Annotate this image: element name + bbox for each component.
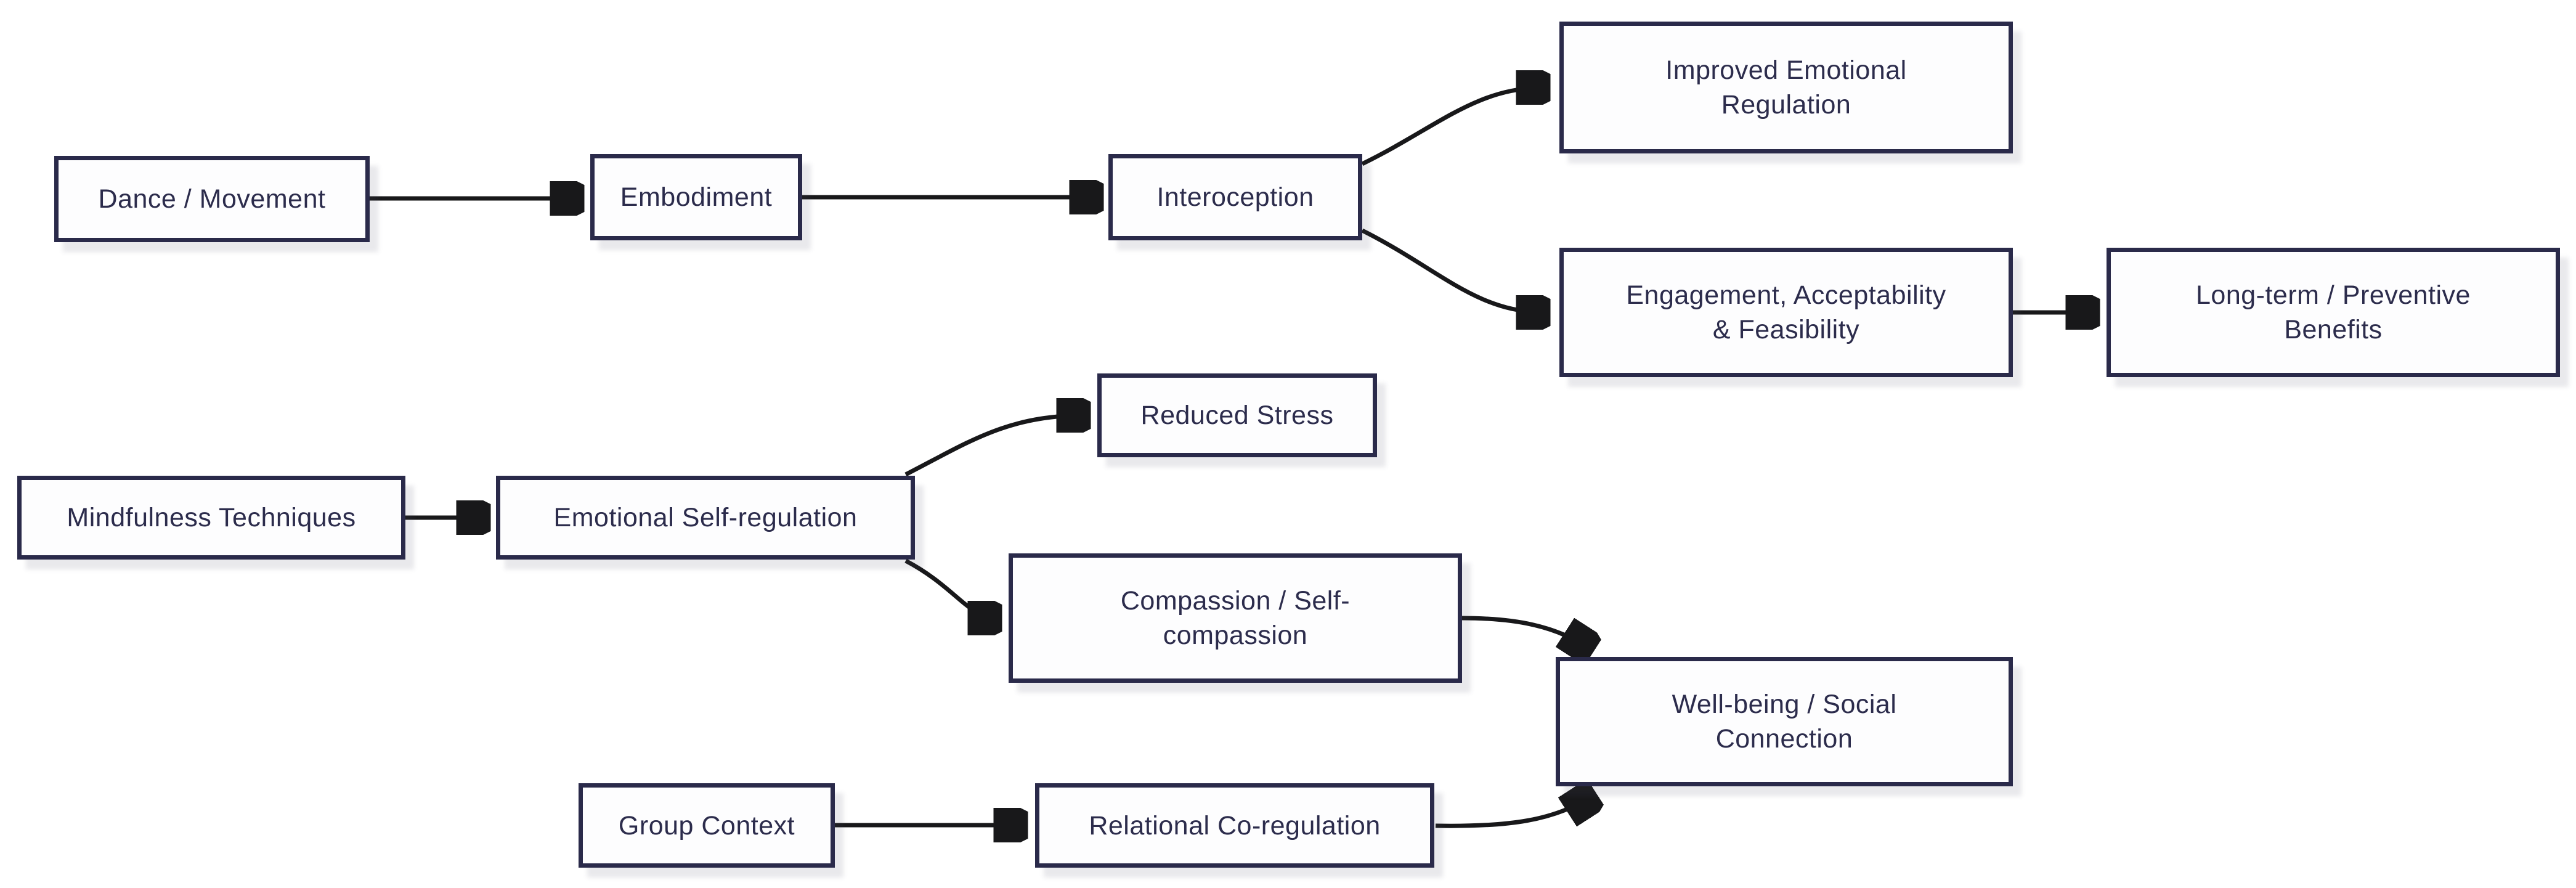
node-label: Relational Co-regulation (1089, 810, 1381, 841)
node-label: Embodiment (620, 182, 773, 212)
edge-interoception-engagement (1361, 228, 1545, 312)
node-interoception: Interoception (1108, 154, 1362, 240)
node-label: Engagement, Acceptability & Feasibility (1626, 280, 1946, 344)
node-label: Interoception (1156, 182, 1314, 212)
edge-relational-wellbeing (1435, 796, 1592, 828)
edge-esr-compassion (904, 558, 997, 618)
node-label: Reduced Stress (1140, 401, 1334, 430)
node-label: Group Context (618, 810, 795, 841)
node-well-being-social-connection: Well-being / Social Connection (1556, 657, 2013, 786)
node-engagement-acceptability-feasibility: Engagement, Acceptability & Feasibility (1559, 248, 2013, 377)
node-label: Mindfulness Techniques (67, 503, 356, 532)
node-mindfulness-techniques: Mindfulness Techniques (17, 476, 405, 560)
node-label: Dance / Movement (98, 184, 326, 214)
edge-interoception-improved (1361, 88, 1545, 166)
node-label: Improved Emotional Regulation (1665, 55, 1907, 120)
node-improved-emotional-regulation: Improved Emotional Regulation (1559, 22, 2013, 153)
node-compassion-self-compassion: Compassion / Self-compassion (1009, 553, 1462, 683)
node-long-term-preventive-benefits: Long-term / Preventive Benefits (2107, 248, 2560, 377)
edge-compassion-wellbeing (1461, 616, 1590, 648)
node-label: Well-being / Social Connection (1672, 690, 1897, 754)
node-group-context: Group Context (579, 783, 835, 868)
node-embodiment: Embodiment (590, 154, 802, 240)
edge-esr-reduced (904, 415, 1086, 477)
node-label: Compassion / Self-compassion (1120, 586, 1351, 650)
node-emotional-self-regulation: Emotional Self-regulation (496, 476, 915, 560)
node-reduced-stress: Reduced Stress (1097, 373, 1377, 457)
node-dance-movement: Dance / Movement (54, 156, 370, 242)
node-relational-co-regulation: Relational Co-regulation (1035, 783, 1434, 868)
node-label: Emotional Self-regulation (553, 503, 858, 532)
node-label: Long-term / Preventive Benefits (2196, 280, 2471, 344)
